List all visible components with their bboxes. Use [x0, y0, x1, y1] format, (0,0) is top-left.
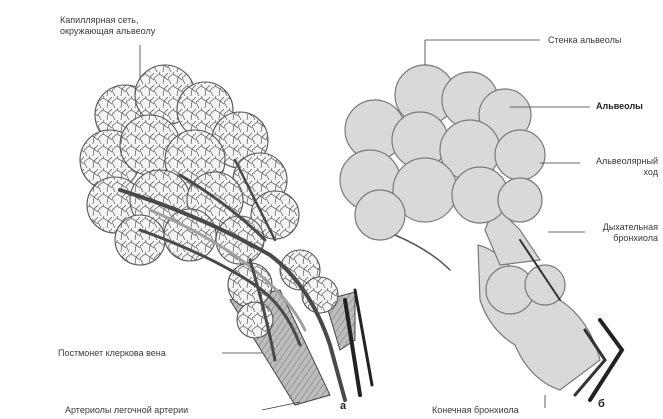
label-resp-bronchiole-line1: Дыхательная — [580, 222, 658, 233]
label-alveolar-duct-line1: Альвеолярный — [580, 156, 658, 167]
label-alveolar-duct-line2: ход — [580, 167, 658, 178]
panel-letter-a: а — [340, 400, 346, 412]
panel-letter-b: б — [598, 398, 605, 410]
label-pulmonary-vein: Постмонет клеркова вена — [58, 348, 166, 359]
label-alveoli: Альвеолы — [596, 101, 643, 112]
label-capillary-net-line1: Капиллярная сеть, — [60, 15, 138, 26]
label-terminal-bronchiole: Конечная бронхиола — [432, 405, 519, 416]
label-alveolar-wall: Стенка альвеолы — [548, 35, 621, 46]
label-pulmonary-artery: Артериолы легочной артерии — [65, 405, 188, 416]
label-resp-bronchiole-line2: бронхиола — [580, 233, 658, 244]
label-capillary-net-line2: окружающая альвеолу — [60, 26, 155, 37]
